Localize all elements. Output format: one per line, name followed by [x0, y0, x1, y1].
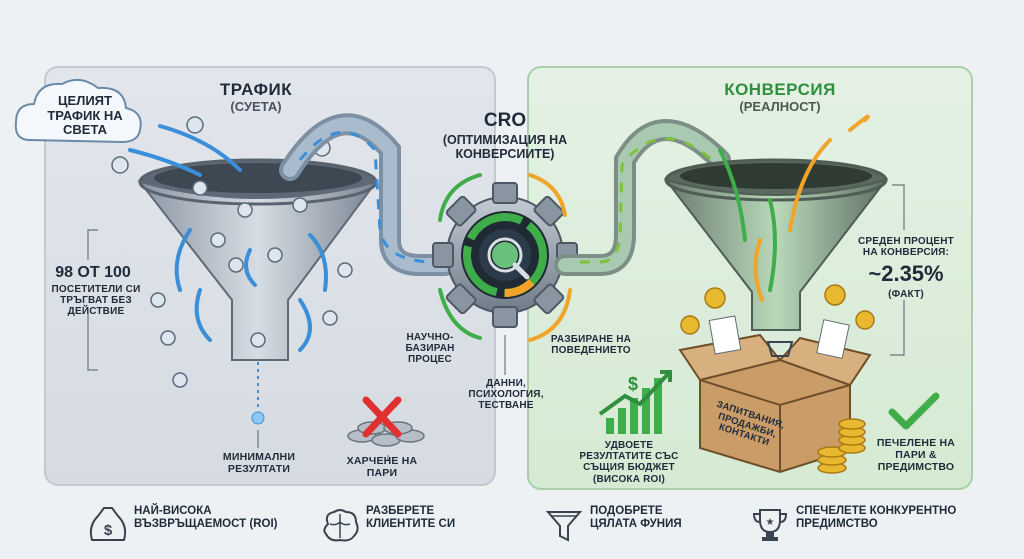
red-x-icon [362, 396, 402, 438]
visitor-icons [111, 116, 353, 388]
rate-label: СРЕДЕН ПРОЦЕНТ НА КОНВЕРСИЯ: [858, 236, 954, 259]
cro-title: CRO [483, 110, 527, 131]
bottom-funnel: ПОДОБРЕТЕ ЦЯЛАТА ФУНИЯ [590, 505, 700, 531]
traffic-title: ТРАФИК [219, 80, 293, 99]
drip-icon [251, 362, 265, 425]
rate-note: (ФАКТ) [888, 289, 924, 300]
pipe-to-conversion [554, 119, 731, 276]
bottom-advantage: СПЕЧЕЛЕТЕ КОНКУРЕНТНО ПРЕДИМСТВО [796, 505, 974, 531]
money-bag-icon: $ [89, 507, 127, 541]
conversion-subtitle: (РЕАЛНОСТ) [739, 99, 821, 114]
min-results-label: МИНИМАЛНИ РЕЗУЛТАТИ [222, 451, 296, 475]
double-results-label: УДВОЕТЕ РЕЗУЛТАТИТЕ СЪС СЪЩИЯ БЮДЖЕТ (ВИ… [579, 440, 679, 485]
traffic-subtitle: (СУЕТА) [230, 99, 282, 114]
brain-icon [323, 509, 359, 542]
bottom-advantage-label: СПЕЧЕЛЕТЕ КОНКУРЕНТНО ПРЕДИМСТВО [796, 505, 957, 531]
svg-text:$: $ [104, 522, 113, 539]
spending-label: ХАРЧЕНЕ НА ПАРИ [346, 455, 418, 479]
cro-subtitle: (ОПТИМИЗАЦИЯ НА КОНВЕРСИИТЕ) [442, 133, 568, 161]
stat-small: ПОСЕТИТЕЛИ СИ ТРЪГВАТ БЕЗ ДЕЙСТВИЕ [51, 284, 141, 318]
bottom-clients-label: РАЗБЕРЕТЕ КЛИЕНТИТЕ СИ [366, 505, 456, 531]
stat-big: 98 ОТ 100 [55, 264, 131, 281]
box-icon [678, 315, 872, 474]
coin-stack-icon [817, 418, 866, 474]
conversion-title: КОНВЕРСИЯ [724, 80, 836, 99]
bottom-clients: РАЗБЕРЕТЕ КЛИЕНТИТЕ СИ [366, 505, 486, 531]
cro-left-label: НАУЧНО-БАЗИРАН ПРОЦЕС [405, 332, 455, 366]
cro-gear-icon [432, 182, 578, 328]
svg-text:★: ★ [766, 517, 775, 528]
traffic-arrows [128, 124, 328, 352]
bottom-roi-label: НАЙ-ВИСОКА ВЪЗВРЪЩАЕМОСТ (ROI) [134, 505, 278, 531]
bottom-funnel-label: ПОДОБРЕТЕ ЦЯЛАТА ФУНИЯ [590, 505, 682, 531]
checkmark-icon [888, 392, 940, 430]
cloud-icon [14, 78, 142, 144]
cloud-text: ЦЕЛИЯТ ТРАФИК НА СВЕТА [47, 93, 123, 138]
pipe-to-cro [279, 113, 456, 276]
traffic-funnel-icon [137, 158, 379, 361]
trophy-icon: ★ [752, 509, 788, 541]
connector-lines [87, 184, 905, 460]
cro-cycle-arrows [438, 173, 572, 342]
conversion-arrows [718, 114, 870, 302]
cro-right-label: РАЗБИРАНЕ НА ПОВЕДЕНИЕТО [550, 334, 632, 357]
cro-bottom-label: ДАННИ, ПСИХОЛОГИЯ, ТЕСТВАНЕ [468, 378, 544, 412]
funnel-icon [545, 511, 583, 542]
winning-label: ПЕЧЕЛЕНЕ НА ПАРИ & ПРЕДИМСТВО [876, 437, 956, 473]
svg-text:$: $ [628, 374, 638, 394]
bottom-roi: НАЙ-ВИСОКА ВЪЗВРЪЩАЕМОСТ (ROI) [134, 505, 290, 531]
rate-value: ~2.35% [868, 261, 944, 286]
growth-chart-icon: $ [598, 370, 672, 434]
